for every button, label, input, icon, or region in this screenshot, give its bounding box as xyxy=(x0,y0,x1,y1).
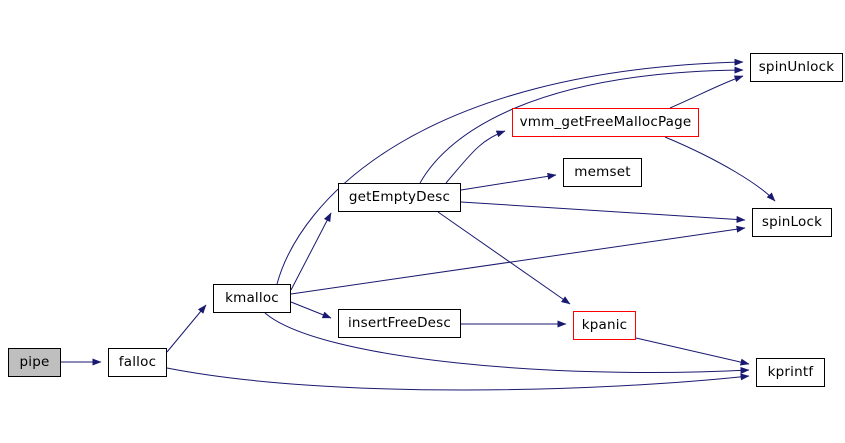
edge-kmalloc-to-getEmptyDesc xyxy=(290,212,332,291)
node-label-pipe: pipe xyxy=(19,353,50,370)
node-label-kmalloc: kmalloc xyxy=(225,289,279,306)
edge-kmalloc-to-insertFreeDesc xyxy=(290,301,332,319)
node-vmm_getFreeMallocPage[interactable]: vmm_getFreeMallocPage xyxy=(512,108,699,137)
node-label-spinUnlock: spinUnlock xyxy=(758,58,835,75)
node-spinUnlock[interactable]: spinUnlock xyxy=(750,53,843,82)
graph-edges xyxy=(61,58,776,391)
node-kmalloc[interactable]: kmalloc xyxy=(213,284,291,313)
edge-falloc-to-kmalloc xyxy=(166,304,207,353)
node-falloc[interactable]: falloc xyxy=(108,348,167,377)
edge-kmalloc-to-spinLock xyxy=(290,225,746,295)
edge-getEmptyDesc-to-vmm_getFreeMallocPage xyxy=(445,130,506,184)
edge-vmm_getFreeMallocPage-to-spinUnlock xyxy=(669,75,744,109)
edge-getEmptyDesc-to-spinLock xyxy=(460,201,746,223)
edge-kmalloc-to-kprintf xyxy=(264,312,750,374)
node-pipe[interactable]: pipe xyxy=(8,348,61,377)
edge-getEmptyDesc-to-memset xyxy=(460,172,557,191)
node-kpanic[interactable]: kpanic xyxy=(573,311,636,340)
node-label-getEmptyDesc: getEmptyDesc xyxy=(348,188,451,205)
edge-kmalloc-to-spinUnlock xyxy=(276,58,744,285)
edge-falloc-to-kprintf xyxy=(166,367,750,391)
node-label-falloc: falloc xyxy=(118,353,157,370)
edge-getEmptyDesc-to-kpanic xyxy=(437,211,571,305)
node-insertFreeDesc[interactable]: insertFreeDesc xyxy=(338,309,461,338)
node-label-spinLock: spinLock xyxy=(761,213,823,230)
edge-kpanic-to-kprintf xyxy=(635,337,750,366)
node-kprintf[interactable]: kprintf xyxy=(756,358,825,387)
node-label-insertFreeDesc: insertFreeDesc xyxy=(347,314,452,331)
node-spinLock[interactable]: spinLock xyxy=(752,208,832,237)
node-label-vmm_getFreeMallocPage: vmm_getFreeMallocPage xyxy=(519,113,692,130)
node-label-memset: memset xyxy=(574,163,631,180)
node-label-kpanic: kpanic xyxy=(581,316,628,333)
edge-getEmptyDesc-to-spinUnlock xyxy=(419,66,744,184)
node-label-kprintf: kprintf xyxy=(767,363,814,380)
edge-vmm_getFreeMallocPage-to-spinLock xyxy=(664,136,776,202)
node-getEmptyDesc[interactable]: getEmptyDesc xyxy=(338,183,461,212)
node-memset[interactable]: memset xyxy=(563,158,642,187)
